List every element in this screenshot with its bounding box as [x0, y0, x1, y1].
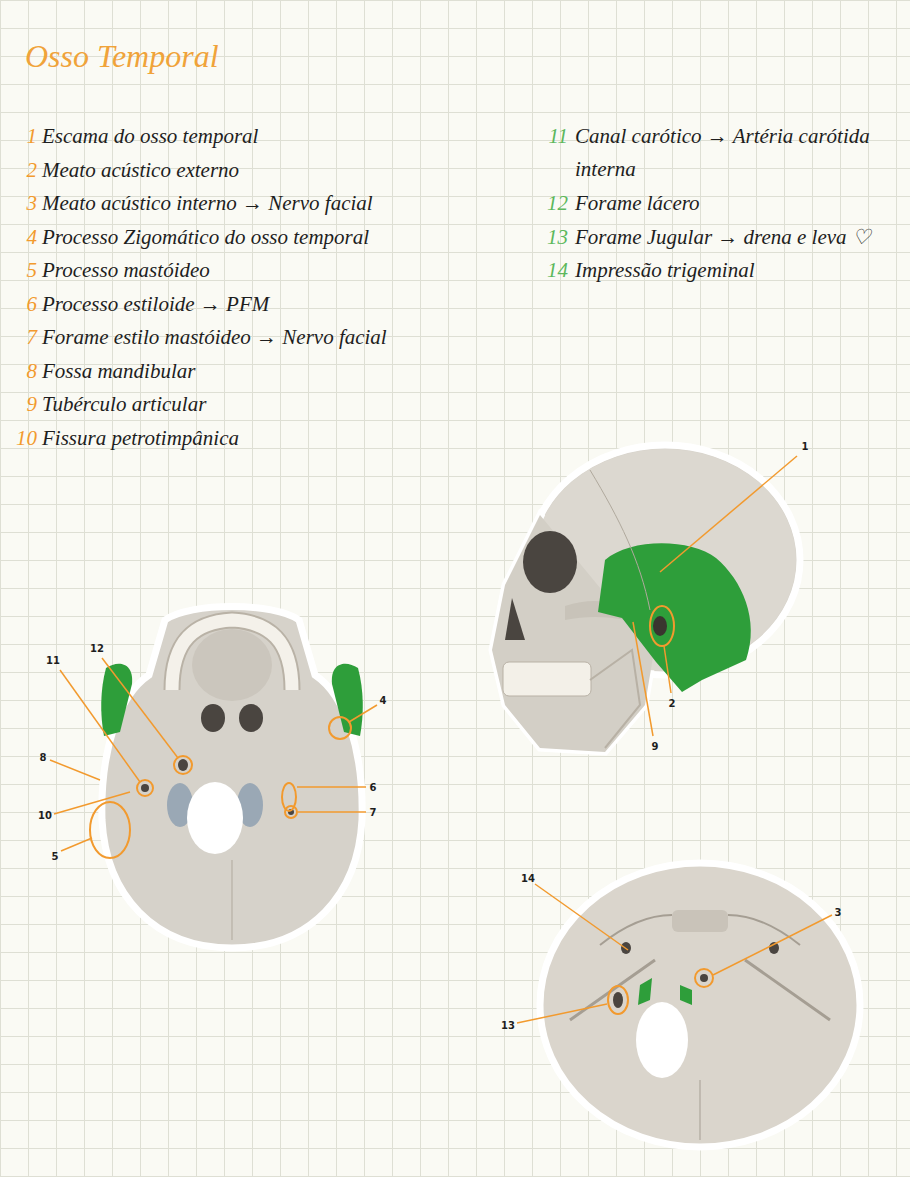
petrous-ridge: [570, 960, 830, 1020]
mandible-ramus: [590, 650, 640, 748]
list-number: 7: [27, 321, 38, 354]
callout-number: 1: [802, 441, 809, 452]
page-title: Osso Temporal: [25, 38, 219, 75]
skull-base: [102, 607, 362, 949]
leader-line: [535, 884, 628, 950]
list-number: 1: [27, 120, 38, 153]
list-item: Canal carótico → Artéria carótida intern…: [575, 120, 875, 186]
foramen-magnum: [187, 782, 243, 854]
crest: [232, 860, 233, 940]
leader-line: [297, 786, 366, 788]
highlight-ring: [608, 986, 628, 1014]
highlight-ring: [329, 717, 351, 739]
list-number: 5: [27, 254, 38, 287]
callout-number: 7: [370, 807, 377, 818]
list-number: 2: [27, 154, 38, 187]
callout-number: 13: [501, 1020, 515, 1031]
foramen: [613, 992, 623, 1008]
foramen: [178, 759, 188, 771]
list-item: Meato acústico externo: [42, 154, 239, 187]
highlight-ring: [174, 756, 192, 774]
callout-number: 10: [38, 810, 52, 821]
list-number: 4: [27, 221, 38, 254]
temporal-bone: [598, 543, 751, 692]
leader-line: [102, 658, 178, 758]
list-number: 3: [27, 187, 38, 220]
leader-line: [633, 622, 653, 736]
callout-number: 5: [52, 851, 59, 862]
teeth: [503, 662, 591, 696]
list-number: 13: [547, 221, 568, 254]
leader-line: [61, 838, 92, 851]
highlight-ring: [650, 606, 674, 646]
choana: [239, 704, 263, 732]
foramen: [700, 974, 708, 982]
list-item: Forame lácero: [575, 187, 700, 220]
list-item: Fissura petrotimpânica: [42, 422, 239, 455]
callout-number: 12: [90, 643, 104, 654]
callout-number: 4: [380, 695, 387, 706]
callout-number: 14: [521, 873, 535, 884]
list-item: Forame Jugular → drena e leva ♡: [575, 221, 871, 254]
list-item: Meato acústico interno → Nervo facial: [42, 187, 373, 220]
foramen-magnum: [636, 1002, 688, 1078]
callout-number: 2: [669, 698, 676, 709]
highlight-ring: [285, 806, 297, 818]
list-number: 12: [547, 187, 568, 220]
callout-number: 6: [370, 782, 377, 793]
choana: [201, 704, 225, 732]
list-item: Processo mastóideo: [42, 254, 210, 287]
list-number: 10: [16, 422, 37, 455]
zygomatic-process: [101, 664, 132, 736]
list-number: 14: [547, 254, 568, 287]
list-item: Forame estilo mastóideo → Nervo facial: [42, 321, 387, 354]
leader-line: [349, 705, 377, 722]
nasal-aperture: [505, 598, 525, 640]
callout-number: 8: [40, 752, 47, 763]
leader-line: [298, 811, 366, 813]
leader-line: [54, 792, 130, 814]
leader-line: [660, 456, 797, 572]
sella: [672, 910, 728, 932]
list-item: Escama do osso temporal: [42, 120, 258, 153]
callout-number: 3: [835, 907, 842, 918]
callout-number: 9: [652, 741, 659, 752]
external-meatus: [653, 616, 667, 636]
list-item: Processo Zigomático do osso temporal: [42, 221, 369, 254]
list-number: 11: [549, 120, 568, 153]
list-item: Tubérculo articular: [42, 388, 206, 421]
orbit: [523, 531, 577, 593]
leader-line: [50, 760, 100, 780]
list-item: Fossa mandibular: [42, 355, 195, 388]
list-item: Impressão trigeminal: [575, 254, 754, 287]
temporal-part: [638, 978, 652, 1005]
leader-line: [60, 670, 140, 782]
highlight-ring: [90, 802, 130, 858]
list-number: 8: [27, 355, 38, 388]
foramen: [141, 784, 149, 792]
list-number: 6: [27, 288, 38, 321]
leader-line: [517, 1004, 607, 1023]
crest: [700, 1080, 701, 1140]
callout-number: 11: [46, 655, 60, 666]
palate: [192, 629, 272, 701]
list-item: Processo estiloide → PFM: [42, 288, 269, 321]
cranial-base: [540, 863, 860, 1147]
highlight-ring: [695, 969, 713, 987]
leader-line: [664, 646, 671, 693]
temporal-part: [680, 985, 692, 1005]
suture: [590, 470, 650, 610]
zygomatic-process: [332, 664, 363, 736]
list-number: 9: [27, 388, 38, 421]
leader-line: [713, 915, 832, 975]
